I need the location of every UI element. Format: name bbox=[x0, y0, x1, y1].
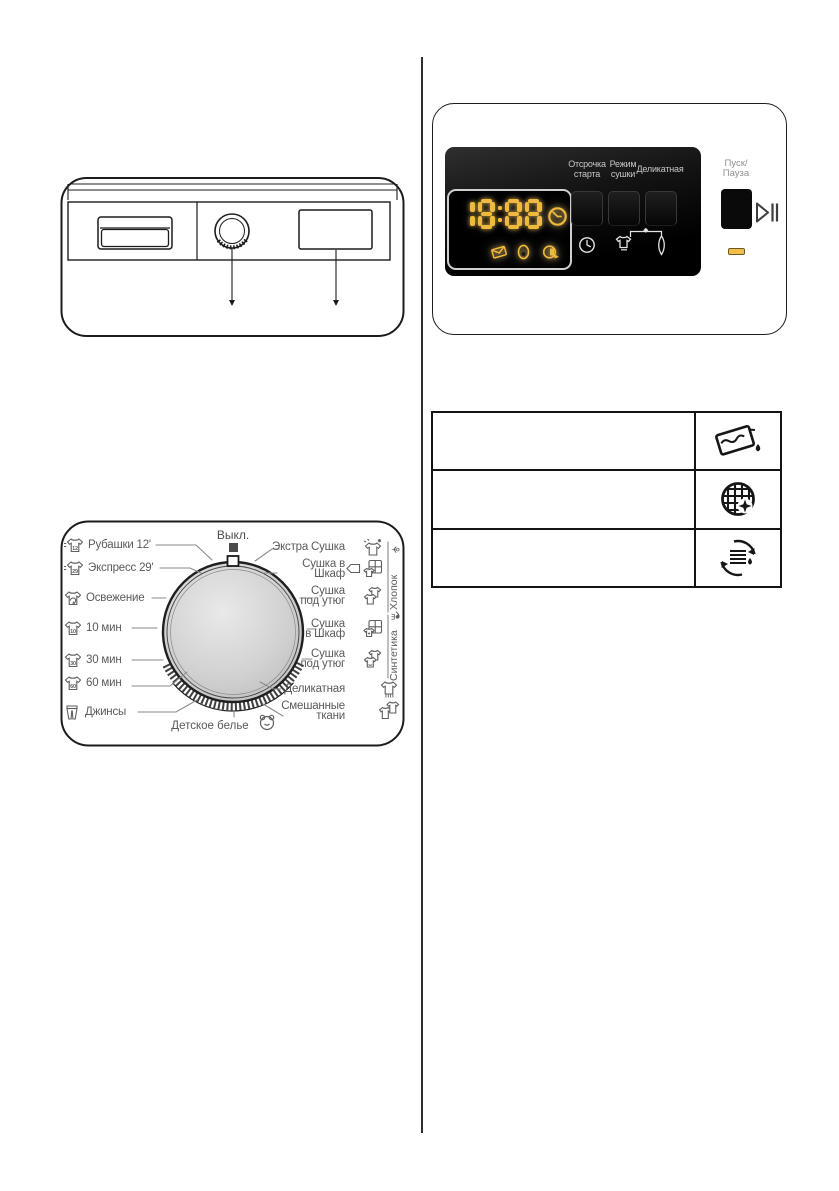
drop-indicator-icon bbox=[517, 244, 530, 260]
synthetic-symbol-icon: ⚗ bbox=[388, 610, 401, 621]
callout-arrows bbox=[229, 248, 339, 306]
iron-dry-shirts-icon bbox=[363, 649, 382, 668]
dial-program-refresh: Освежение bbox=[64, 589, 145, 607]
detergent-drawer-icon bbox=[97, 216, 173, 250]
bear-icon bbox=[259, 714, 275, 731]
delicate-leaf-icon bbox=[658, 235, 665, 256]
shirt-10-icon: 10 bbox=[64, 620, 81, 635]
dial-off-label: Выкл. bbox=[216, 528, 250, 542]
delay-clock-icon bbox=[579, 237, 595, 253]
shelf-icon bbox=[346, 563, 361, 574]
start-pause-button bbox=[721, 189, 752, 229]
table-row bbox=[433, 471, 780, 530]
clean-filter-icon bbox=[721, 482, 755, 517]
control-panel-box: Отсрочка старта Режим сушки Деликатная bbox=[432, 103, 787, 335]
svg-text:30: 30 bbox=[70, 661, 76, 667]
dial-program-iron-dry-synthetic: Сушка под утюг bbox=[300, 648, 345, 670]
svg-text:10: 10 bbox=[70, 629, 76, 635]
time-clock-icon bbox=[548, 207, 567, 226]
delicate-button bbox=[645, 191, 677, 226]
prewash-indicator-icon bbox=[491, 245, 508, 259]
display bbox=[447, 189, 572, 270]
shirt-30-icon: 30 bbox=[64, 652, 81, 667]
seven-segment-display bbox=[456, 199, 543, 229]
display-window-icon bbox=[298, 209, 373, 250]
svg-text:60: 60 bbox=[70, 684, 76, 690]
play-pause-icon bbox=[756, 202, 779, 223]
dial-program-jeans: Джинсы bbox=[64, 703, 126, 721]
dial-program-30min: 30 30 мин bbox=[64, 651, 122, 669]
shirt-60-icon: 60 bbox=[64, 675, 81, 690]
dial-program-shirts12: 12 Рубашки 12' bbox=[64, 536, 151, 554]
machine-top-diagram bbox=[60, 177, 405, 337]
extra-time-indicator-icon bbox=[542, 245, 559, 259]
control-strip bbox=[67, 201, 391, 261]
start-led-indicator bbox=[728, 248, 745, 255]
control-panel: Отсрочка старта Режим сушки Деликатная bbox=[445, 147, 701, 276]
dial-program-cupboard-dry-cotton: Сушка в Шкаф bbox=[302, 558, 345, 580]
knob-icon bbox=[214, 213, 250, 250]
callout-lines bbox=[131, 541, 389, 718]
start-pause-label: Пуск/ Пауза bbox=[722, 158, 750, 179]
bracket-marker-icon bbox=[629, 228, 663, 237]
delay-start-button bbox=[571, 191, 603, 226]
shirt-29-icon: 29 bbox=[64, 560, 83, 575]
svg-text:12: 12 bbox=[72, 546, 78, 552]
shirt-refresh-icon bbox=[64, 590, 81, 605]
arrow-down-icon bbox=[229, 300, 235, 306]
column-divider bbox=[421, 57, 423, 1133]
drain-water-container-icon bbox=[715, 425, 761, 456]
maintenance-table bbox=[431, 411, 782, 588]
button-label-dry-mode: Режим сушки bbox=[609, 159, 637, 179]
dial-program-cupboard-dry-synthetic: Сушка в Шкаф bbox=[305, 618, 345, 640]
dial-program-baby: Детское белье bbox=[171, 720, 249, 732]
button-label-delicate: Деликатная bbox=[636, 164, 684, 174]
mixed-fabrics-icon bbox=[378, 701, 400, 720]
iron-dry-shirts-icon bbox=[363, 586, 382, 605]
svg-text:29: 29 bbox=[72, 569, 78, 575]
jeans-icon bbox=[66, 704, 78, 720]
cotton-symbol-icon: ⚘ bbox=[388, 544, 401, 555]
table-row bbox=[433, 529, 780, 586]
dial-program-delicate: Деликатная bbox=[284, 683, 345, 695]
cupboard-shirt-icon bbox=[363, 559, 383, 578]
shirt-12-icon: 12 bbox=[64, 537, 83, 552]
off-position-marker bbox=[229, 543, 238, 552]
extra-dry-icon bbox=[363, 538, 382, 556]
rinse-condenser-icon bbox=[720, 539, 756, 576]
table-icon-cell bbox=[694, 529, 780, 586]
arrow-down-icon bbox=[333, 300, 339, 306]
button-label-delay-start: Отсрочка старта bbox=[568, 159, 606, 179]
dial-program-express29: 29 Экспресс 29' bbox=[64, 559, 154, 577]
program-dial bbox=[161, 555, 305, 712]
dial-program-10min: 10 10 мин bbox=[64, 619, 122, 637]
dryness-shirt-icon bbox=[615, 235, 632, 251]
program-dial-diagram bbox=[60, 520, 405, 747]
cupboard-shirt-icon bbox=[363, 619, 383, 638]
table-icon-cell bbox=[694, 413, 780, 470]
group-label-cotton: Хлопок bbox=[388, 574, 400, 610]
dial-program-iron-dry-cotton: Сушка под утюг bbox=[300, 585, 345, 607]
dial-program-mixed-fabrics: Смешанные ткани bbox=[281, 700, 345, 722]
dial-program-60min: 60 60 мин bbox=[64, 674, 122, 692]
dry-mode-button bbox=[608, 191, 640, 226]
group-label-synthetic: Синтетика bbox=[388, 630, 400, 681]
dial-notch bbox=[226, 555, 240, 567]
dial-program-extra-dry: Экстра Сушка bbox=[272, 541, 345, 553]
table-icon-cell bbox=[694, 471, 780, 528]
delicate-shirt-icon bbox=[380, 681, 398, 698]
table-row bbox=[433, 413, 780, 472]
